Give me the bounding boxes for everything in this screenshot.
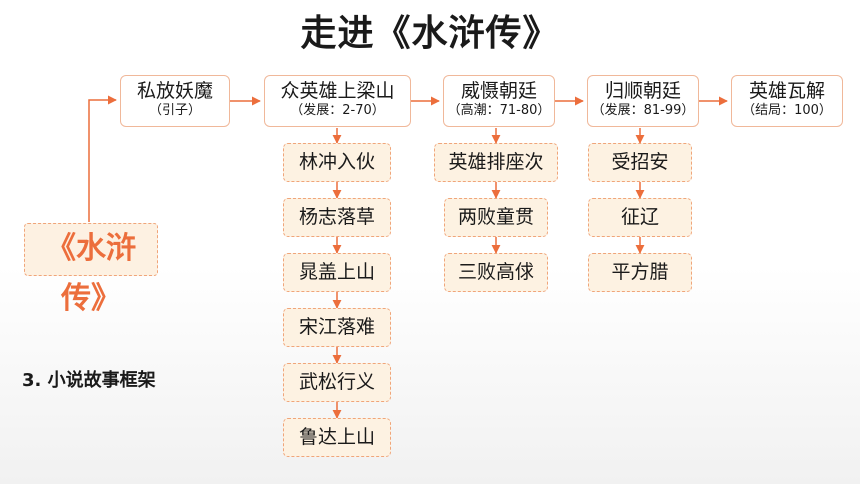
branch-item-songjiang: 宋江落难 [283, 308, 391, 347]
branch-item-linchong: 林冲入伙 [283, 143, 391, 182]
stage-5-box: 英雄瓦解 （结局：100） [731, 75, 843, 127]
stage-2-subtitle: （发展：2-70） [290, 103, 385, 118]
stage-1-subtitle: （引子） [148, 103, 201, 118]
stage-4-subtitle: （发展：81-99） [591, 103, 695, 118]
stage-5-title: 英雄瓦解 [748, 80, 825, 102]
book-connector [88, 95, 117, 222]
stage-1-box: 私放妖魔 （引子） [120, 75, 230, 127]
branch-item-luda: 鲁达上山 [283, 418, 391, 457]
branch-item-paizuoci: 英雄排座次 [434, 143, 558, 182]
stage-4-box: 归顺朝廷 （发展：81-99） [587, 75, 699, 127]
stage-3-title: 威慑朝廷 [460, 80, 537, 102]
stage-3-subtitle: （高潮：71-80） [447, 103, 551, 118]
stage-1-title: 私放妖魔 [136, 80, 213, 102]
branch-item-tongguan: 两败童贯 [444, 198, 548, 237]
book-title-box: 《水浒传》 [24, 223, 158, 316]
branch-item-fangla: 平方腊 [588, 253, 692, 292]
stage-4-title: 归顺朝廷 [604, 80, 681, 102]
stage-3-box: 威慑朝廷 （高潮：71-80） [443, 75, 555, 127]
page-title: 走进《水浒传》 [300, 13, 560, 54]
branch-item-zhengliao: 征辽 [588, 198, 692, 237]
stage-5-subtitle: （结局：100） [742, 103, 832, 118]
branch-item-zhaoan: 受招安 [588, 143, 692, 182]
branch-item-gaoqiu: 三败高俅 [444, 253, 548, 292]
branch-item-chaogai: 晁盖上山 [283, 253, 391, 292]
stage-2-title: 众英雄上梁山 [280, 80, 395, 102]
stage-2-box: 众英雄上梁山 （发展：2-70） [264, 75, 411, 127]
branch-item-yangzhi: 杨志落草 [283, 198, 391, 237]
branch-item-wusong: 武松行义 [283, 363, 391, 402]
section-label: 3. 小说故事框架 [22, 370, 156, 391]
